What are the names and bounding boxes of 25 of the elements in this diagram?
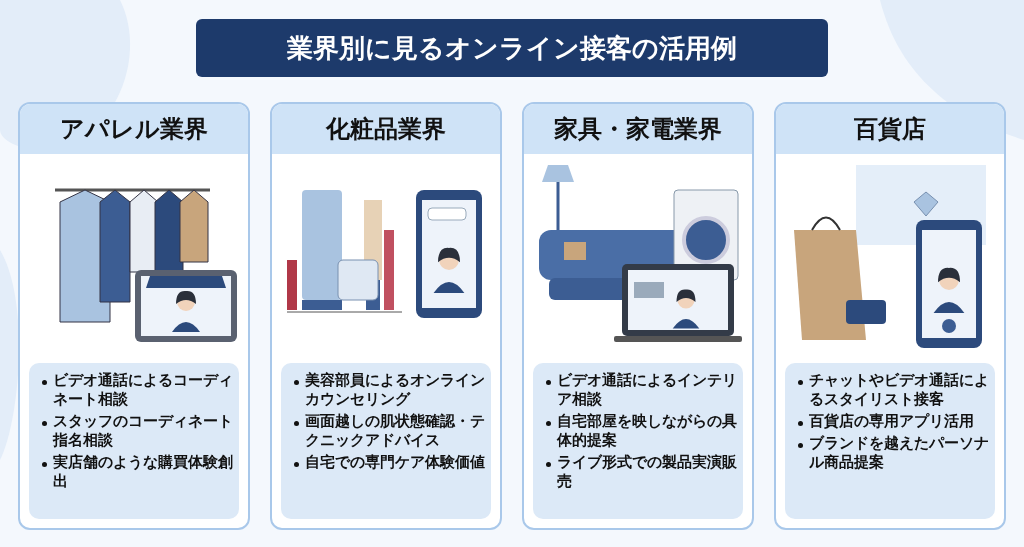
title-banner: 業界別に見るオンライン接客の活用例	[196, 19, 828, 77]
card-heading: アパレル業界	[20, 104, 248, 154]
bullet-item: ライブ形式での製品実演販売	[541, 453, 737, 491]
bullet-item: ビデオ通話によるコーディネート相談	[37, 371, 233, 409]
category-card	[18, 102, 250, 530]
card-heading: 家具・家電業界	[524, 104, 752, 154]
category-card	[270, 102, 502, 530]
bullet-item: 美容部員によるオンラインカウンセリング	[289, 371, 485, 409]
category-card	[522, 102, 754, 530]
card-heading: 百貨店	[776, 104, 1004, 154]
bullet-item: 百貨店の専用アプリ活用	[793, 412, 989, 431]
bullet-item: ビデオ通話によるインテリア相談	[541, 371, 737, 409]
bullet-item: ブランドを越えたパーソナル商品提案	[793, 434, 989, 472]
bullet-panel	[281, 363, 491, 519]
bullet-panel	[533, 363, 743, 519]
bullet-item: 自宅部屋を映しながらの具体的提案	[541, 412, 737, 450]
card-heading: 化粧品業界	[272, 104, 500, 154]
bullet-item: スタッフのコーディネート指名相談	[37, 412, 233, 450]
bullet-panel	[29, 363, 239, 519]
bullet-item: チャットやビデオ通話によるスタイリスト接客	[793, 371, 989, 409]
category-card	[774, 102, 1006, 530]
bullet-item: 自宅での専門ケア体験価値	[289, 453, 485, 472]
bullet-item: 画面越しの肌状態確認・テクニックアドバイス	[289, 412, 485, 450]
bullet-panel	[785, 363, 995, 519]
bullet-item: 実店舗のような購買体験創出	[37, 453, 233, 491]
